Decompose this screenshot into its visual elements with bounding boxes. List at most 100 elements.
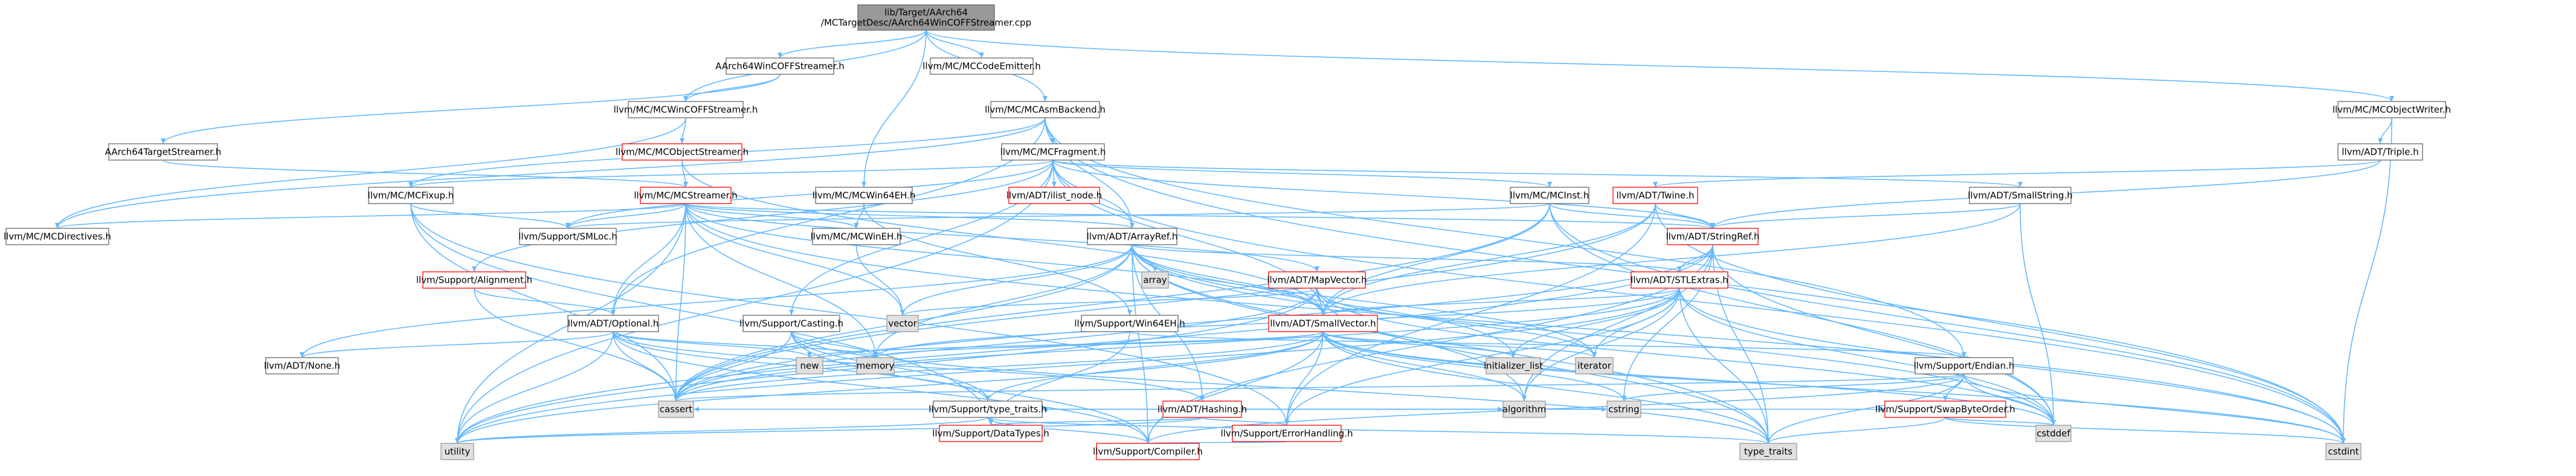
edge-arrayref-to-initlist [1132,244,1516,358]
edge-mcstreamer-to-mcwineh [685,203,859,229]
edge-mcfragment-to-stringref [1052,159,1715,229]
node-utility-label-0: utility [445,446,471,457]
node-aarch64targetstreamer[interactable]: AArch64TargetStreamer.h [105,143,222,161]
node-mcasmbackend[interactable]: llvm/MC/MCAsmBackend.h [985,101,1106,118]
node-stlextras-label-0: llvm/ADT/STLExtras.h [1631,275,1728,286]
edge-mcwin64eh-to-win64eh [863,203,1132,316]
edge-typetraits-to-utility [455,417,988,444]
edge-arrayref-to-adtnone [300,244,1133,358]
node-mcfragment[interactable]: llvm/MC/MCFragment.h [1000,143,1106,161]
node-vector-label-0: vector [888,318,917,329]
edge-arrayref-to-stlextras [1132,244,1682,272]
edge-hashing-to-utility [455,417,1203,444]
node-algorithm-label-0: algorithm [1502,404,1546,415]
edge-arrayref-to-memory [873,244,1133,358]
edge-stlextras-to-iterator [1592,288,1680,358]
edge-alignment-to-cassert [474,288,678,402]
edge-adttwine-to-cstdint [1655,203,2346,444]
node-iterator-label-0: iterator [1577,361,1612,371]
node-arrayref-label-0: llvm/ADT/ArrayRef.h [1087,231,1178,242]
node-hashing[interactable]: llvm/ADT/Hashing.h [1158,400,1247,418]
node-mcwin64eh[interactable]: llvm/MC/MCWin64EH.h [813,187,916,204]
node-type_traits-label-0: type_traits [1744,446,1792,458]
edge-mcobjectwriter-to-cstdint [2341,117,2392,444]
node-arrayref[interactable]: llvm/ADT/ArrayRef.h [1087,228,1178,245]
node-endian[interactable]: llvm/Support/Endian.h [1914,357,2015,375]
node-mcobjectwriter[interactable]: llvm/MC/MCObjectWriter.h [2333,101,2451,118]
node-mcdirectives[interactable]: llvm/MC/MCDirectives.h [4,228,111,245]
node-alignment[interactable]: llvm/Support/Alignment.h [416,271,532,289]
edge-endian-to-type_traits [1766,373,1965,444]
edge-mcinst-to-cstdint [1549,203,2346,444]
edge-mcstreamer-to-optional [611,203,686,316]
node-mcwincoffstreamer[interactable]: llvm/MC/MCWinCOFFStreamer.h [614,101,758,118]
edge-aarch64wincoffstreamer-to-mcwincoffstreamer [683,74,781,102]
edge-stlextras-to-algorithm [1522,288,1680,402]
node-typetraits[interactable]: llvm/Support/type_traits.h [929,400,1047,418]
node-datatypes[interactable]: llvm/Support/DataTypes.h [932,425,1049,442]
edge-root-to-aarch64wincoffstreamer [778,30,927,59]
node-win64eh[interactable]: llvm/Support/Win64EH.h [1074,315,1185,332]
edge-arrayref-to-iterator [1132,244,1597,358]
node-compiler[interactable]: llvm/Support/Compiler.h [1093,443,1203,460]
node-cassert-label-0: cassert [660,404,692,415]
node-mcobjectstreamer[interactable]: llvm/MC/MCObjectStreamer.h [616,143,749,161]
node-smloc[interactable]: llvm/Support/SMLoc.h [518,228,617,245]
edge-mcinst-to-smloc [565,203,1550,229]
edge-mcasmbackend-to-mcdirectives [55,117,1046,229]
node-errorhandling-label-0: llvm/Support/ErrorHandling.h [1221,428,1353,439]
node-hashing-label-0: llvm/ADT/Hashing.h [1158,404,1247,415]
edge-mcfragment-to-utility [455,159,1054,444]
node-optional[interactable]: llvm/ADT/Optional.h [567,315,659,332]
node-mccodeemitter[interactable]: llvm/MC/MCCodeEmitter.h [923,57,1041,75]
node-endian-label-0: llvm/Support/Endian.h [1914,361,2015,371]
node-smallvector[interactable]: llvm/ADT/SmallVector.h [1268,315,1378,332]
edge-mcinst-to-cassert [674,203,1550,402]
edge-optional-to-compiler [613,331,1150,444]
edge-stringref-to-cstddef [1712,244,2056,426]
edge-mcfragment-to-mcinst [1052,159,1552,188]
node-adtsmallstring[interactable]: llvm/ADT/SmallString.h [1968,187,2073,204]
edge-mcstreamer-to-mapvector [685,203,1319,272]
node-optional-label-0: llvm/ADT/Optional.h [568,318,659,329]
node-root[interactable]: lib/Target/AArch64/MCTargetDesc/AArch64W… [821,4,1031,31]
node-casting[interactable]: llvm/Support/Casting.h [739,315,843,332]
edge-optional-to-utility [455,331,614,444]
node-mcfixup[interactable]: llvm/MC/MCFixup.h [368,187,454,204]
edge-hashing-to-errorhandling [1202,417,1289,426]
dependency-edges [55,30,2394,444]
node-ilistnode[interactable]: llvm/ADT/ilist_node.h [1006,187,1102,204]
edge-endian-to-swapbyteorder [1943,373,1965,402]
node-adtnone[interactable]: llvm/ADT/None.h [264,357,340,375]
node-errorhandling[interactable]: llvm/Support/ErrorHandling.h [1221,425,1353,442]
node-cstring: cstring [1606,400,1641,418]
edge-mcstreamer-to-mcdirectives [55,203,686,229]
node-aarch64wincoffstreamer-label-0: AArch64WinCOFFStreamer.h [715,61,845,72]
edge-smallvector-to-new [807,331,1324,358]
edge-smallvector-to-algorithm [1322,331,1527,402]
node-stringref[interactable]: llvm/ADT/StringRef.h [1666,228,1760,245]
node-adtsmallstring-label-0: llvm/ADT/SmallString.h [1968,190,2073,201]
node-mcasmbackend-label-0: llvm/MC/MCAsmBackend.h [985,105,1106,115]
node-mcwineh[interactable]: llvm/MC/MCWinEH.h [811,228,903,245]
node-mcdirectives-label-0: llvm/MC/MCDirectives.h [4,231,111,242]
edge-mcfixup-to-smloc [410,203,570,229]
node-adttwine[interactable]: llvm/ADT/Twine.h [1612,187,1698,204]
edge-mcwincoffstreamer-to-mcobjectstreamer [680,117,686,144]
node-mcstreamer[interactable]: llvm/MC/MCStreamer.h [634,187,738,204]
node-swapbyteorder[interactable]: llvm/Support/SwapByteOrder.h [1875,400,2015,418]
edge-mcfragment-to-adtsmallstring [1052,159,2023,188]
header-nodes: lib/Target/AArch64/MCTargetDesc/AArch64W… [4,4,2451,460]
edge-root-to-mcwin64eh [861,30,927,188]
edge-mcstreamer-to-cassert [674,203,686,402]
node-adttriple[interactable]: llvm/ADT/Triple.h [2337,143,2423,161]
edge-adttwine-to-smallvector [1321,203,1656,316]
node-mapvector[interactable]: llvm/ADT/MapVector.h [1267,271,1367,289]
node-aarch64wincoffstreamer[interactable]: AArch64WinCOFFStreamer.h [715,57,845,75]
node-utility: utility [440,443,474,460]
node-datatypes-label-0: llvm/Support/DataTypes.h [932,428,1049,439]
node-mcinst[interactable]: llvm/MC/MCInst.h [1510,187,1589,204]
node-stlextras[interactable]: llvm/ADT/STLExtras.h [1631,271,1728,289]
node-casting-label-0: llvm/Support/Casting.h [739,318,843,329]
